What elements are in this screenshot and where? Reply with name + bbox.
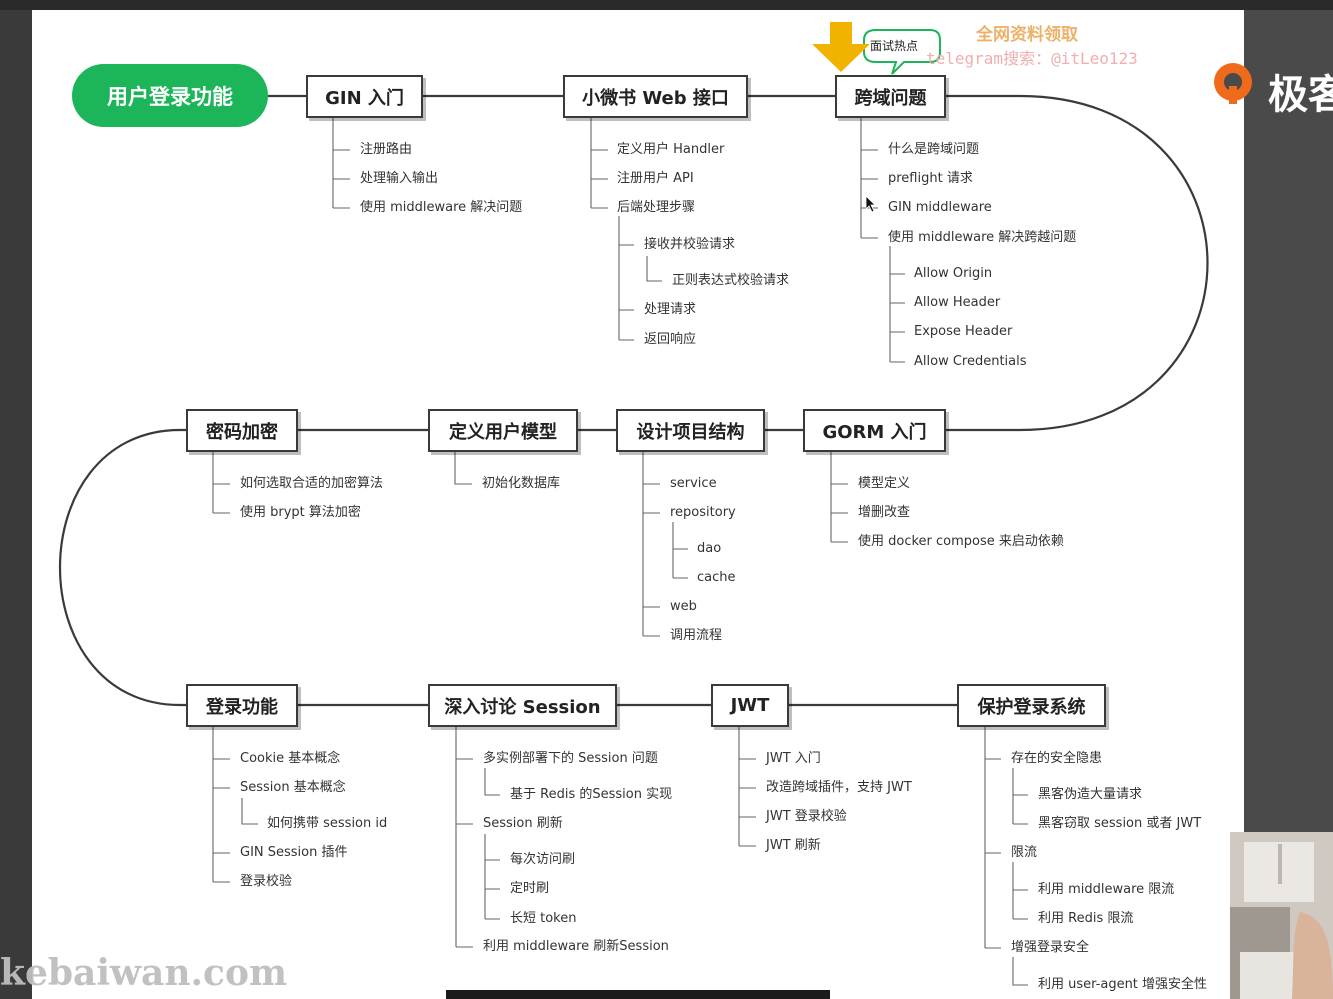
leaf-item: Allow Header — [914, 295, 1001, 310]
leaf-item: 处理请求 — [644, 302, 697, 317]
node-jwt: JWT — [711, 684, 789, 727]
leaf-item: 每次访问刷 — [510, 852, 576, 867]
leaf-item: 定义用户 Handler — [617, 142, 725, 157]
leaf-item: GIN Session 插件 — [240, 845, 348, 860]
node-web-api: 小微书 Web 接口 — [563, 75, 748, 118]
leaf-item: 如何携带 session id — [267, 816, 388, 831]
node-structure: 设计项目结构 — [616, 409, 765, 452]
slide-canvas — [32, 10, 1244, 999]
node-protect: 保护登录系统 — [957, 684, 1106, 727]
leaf-item: 接收并校验请求 — [644, 237, 736, 252]
leaf-item: 黑客窃取 session 或者 JWT — [1038, 816, 1202, 831]
down-arrow-icon — [810, 22, 872, 72]
leaf-item: 如何选取合适的加密算法 — [240, 476, 384, 491]
leaf-item: 使用 brypt 算法加密 — [240, 505, 361, 520]
leaf-item: 模型定义 — [858, 476, 911, 491]
top-bar — [0, 0, 1333, 10]
root-node: 用户登录功能 — [72, 64, 268, 127]
leaf-item: 黑客伪造大量请求 — [1038, 787, 1143, 802]
leaf-item: 处理输入输出 — [360, 171, 439, 186]
leaf-item: 利用 middleware 限流 — [1038, 882, 1175, 897]
leaf-item: 增删改查 — [858, 505, 911, 520]
mouse-cursor-icon — [865, 195, 878, 213]
hot-topic-callout: 面试热点 — [870, 39, 919, 53]
leaf-item: 注册路由 — [360, 142, 413, 157]
leaf-item: cache — [697, 570, 736, 585]
site-watermark: kebaiwan.com — [0, 952, 288, 994]
node-user-model: 定义用户模型 — [428, 409, 578, 452]
leaf-item: web — [670, 599, 697, 614]
leaf-item: service — [670, 476, 717, 491]
leaf-item: 调用流程 — [670, 628, 723, 643]
leaf-item: JWT 登录校验 — [766, 809, 847, 824]
leaf-item: 初始化数据库 — [482, 476, 561, 491]
node-gin: GIN 入门 — [306, 75, 423, 118]
leaf-item: dao — [697, 541, 722, 556]
watermark-text: telegram搜索：@itLeo123 — [926, 49, 1138, 68]
leaf-item: preflight 请求 — [888, 171, 973, 186]
leaf-item: 限流 — [1011, 845, 1038, 860]
leaf-item: 基于 Redis 的Session 实现 — [510, 787, 673, 802]
leaf-item: 什么是跨域问题 — [888, 142, 980, 157]
leaf-item: repository — [670, 505, 736, 520]
node-login: 登录功能 — [186, 684, 298, 727]
bottom-bar — [446, 990, 830, 999]
leaf-item: Session 刷新 — [483, 816, 563, 831]
leaf-item: Allow Credentials — [914, 354, 1027, 369]
leaf-item: JWT 刷新 — [766, 838, 821, 853]
node-crypto: 密码加密 — [186, 409, 298, 452]
leaf-item: 存在的安全隐患 — [1011, 751, 1103, 766]
leaf-item: 改造跨域插件，支持 JWT — [766, 780, 912, 795]
node-cors: 跨域问题 — [835, 75, 946, 118]
leaf-item: Expose Header — [914, 324, 1013, 339]
leaf-item: JWT 入门 — [766, 751, 821, 766]
webcam-overlay — [1230, 832, 1333, 999]
leaf-item: 利用 user-agent 增强安全性 — [1038, 977, 1208, 992]
leaf-item: 利用 middleware 刷新Session — [483, 939, 669, 954]
watermark-text: 全网资料领取 — [976, 25, 1078, 45]
leaf-item: 使用 middleware 解决问题 — [360, 200, 523, 215]
leaf-item: 多实例部署下的 Session 问题 — [483, 751, 658, 766]
brand-name: 极客 — [1268, 72, 1333, 118]
leaf-item: 注册用户 API — [617, 171, 694, 186]
leaf-item: 返回响应 — [644, 332, 697, 347]
leaf-item: 使用 docker compose 来启动依赖 — [858, 534, 1064, 549]
leaf-item: 定时刷 — [510, 881, 550, 896]
leaf-item: 登录校验 — [240, 874, 293, 889]
leaf-item: Cookie 基本概念 — [240, 751, 341, 766]
leaf-item: 后端处理步骤 — [617, 200, 696, 215]
leaf-item: Session 基本概念 — [240, 780, 346, 795]
node-session: 深入讨论 Session — [428, 684, 617, 727]
leaf-item: 使用 middleware 解决跨越问题 — [888, 230, 1077, 245]
leaf-item: Allow Origin — [914, 266, 993, 281]
leaf-item: 增强登录安全 — [1011, 940, 1090, 955]
leaf-item: 利用 Redis 限流 — [1038, 911, 1134, 926]
leaf-item: 正则表达式校验请求 — [672, 273, 790, 288]
leaf-item: GIN middleware — [888, 200, 992, 215]
leaf-item: 长短 token — [510, 911, 577, 926]
node-gorm: GORM 入门 — [803, 409, 946, 452]
geektime-logo-icon — [1210, 60, 1256, 106]
